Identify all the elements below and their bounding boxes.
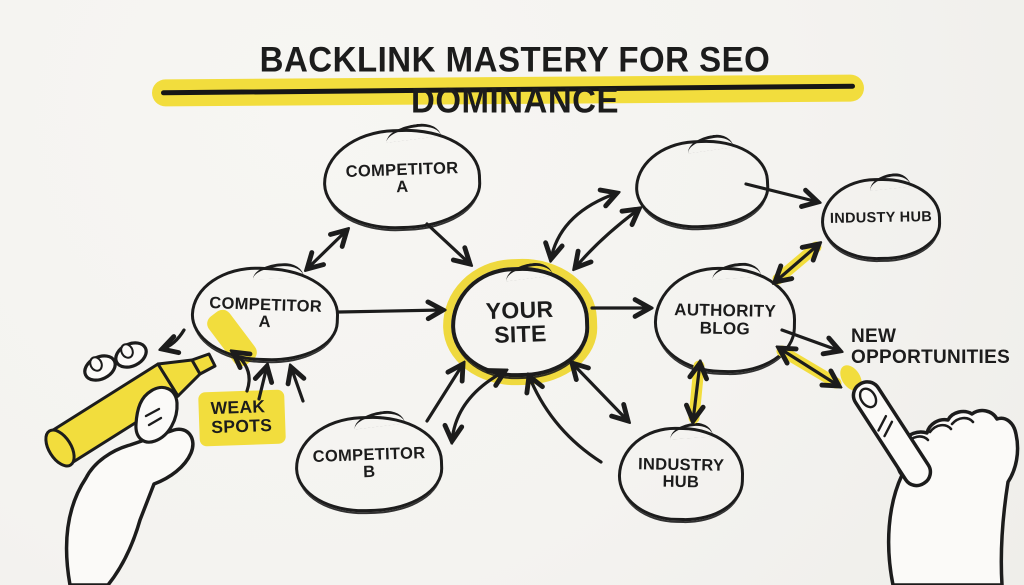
arrow-marker-pointer <box>162 328 186 349</box>
node-label: COMPETITOR A <box>209 293 323 332</box>
highlighter-marker-icon <box>44 352 217 468</box>
index-fingernail <box>858 387 878 409</box>
marker-tip <box>190 352 217 376</box>
node-competitor-b: COMPETITOR B <box>293 413 445 515</box>
arrow-compAleft-compAtop <box>307 230 347 269</box>
page-title: BACKLINK MASTERY FOR SEO DOMINANCE <box>259 38 771 120</box>
fingertip <box>83 354 117 382</box>
weak-spots-callout: WEAK SPOTS <box>198 389 286 446</box>
arrow-compB-yoursite <box>425 364 463 423</box>
arrow-authority-industryhub <box>693 363 700 421</box>
thumb-creases <box>144 407 163 427</box>
node-unlabeled <box>632 136 772 232</box>
node-your-site: YOUR SITE <box>449 264 591 380</box>
finger-creases <box>877 414 894 438</box>
arrow-compAleft-yoursite <box>337 310 443 312</box>
thumb <box>134 385 179 444</box>
left-hand-with-marker <box>44 341 217 585</box>
fingernail <box>89 356 103 372</box>
marker-cap-end <box>44 428 76 468</box>
arrow-industryhub-yoursite <box>529 376 603 464</box>
arrow-compB-yoursite-curved <box>452 371 505 441</box>
node-label: YOUR SITE <box>485 295 554 348</box>
arrow-compAtop-yoursite <box>425 222 470 264</box>
arrow-up-compAleft-2 <box>291 367 303 403</box>
node-label: COMPETITOR A <box>345 158 459 197</box>
node-industry-hub: INDUSTRY HUB <box>617 425 745 523</box>
node-label: COMPETITOR B <box>312 443 426 482</box>
weak-spots-label: WEAK SPOTS <box>210 396 273 438</box>
node-industy-hub: INDUSTY HUB <box>820 176 942 262</box>
arrow-yoursite-industryhub <box>572 363 628 421</box>
arrow-authority-newopps-highlight <box>779 348 839 386</box>
arrow-yoursite-unlabeled-1 <box>551 193 617 259</box>
curled-finger-lines <box>904 416 975 446</box>
pointing-hand-icon <box>840 365 1020 585</box>
yellow-underlay-authority-newopps <box>776 345 842 389</box>
right-hand-fist <box>886 408 1020 585</box>
arrow-authority-industyhub <box>775 244 819 282</box>
arrow-yoursite-unlabeled-2 <box>575 209 639 268</box>
new-opportunities-label: NEW OPPORTUNITIES <box>851 326 1011 369</box>
index-finger <box>851 380 933 488</box>
marker-cone <box>156 358 202 398</box>
node-label: AUTHORITY BLOG <box>674 300 777 339</box>
fingertip <box>114 341 148 369</box>
left-hand-palm <box>64 427 195 585</box>
node-authority-blog: AUTHORITY BLOG <box>653 265 797 375</box>
node-label: INDUSTY HUB <box>829 209 933 228</box>
fingernail <box>120 343 134 359</box>
node-competitor-a-top: COMPETITOR A <box>321 126 483 232</box>
marker-body <box>48 362 180 466</box>
yellow-underlay-authority-industryhub <box>688 360 705 424</box>
node-label: INDUSTRY HUB <box>637 454 725 492</box>
index-finger-shape <box>851 380 933 488</box>
left-hand-fingers <box>83 341 179 444</box>
node-competitor-a-left: COMPETITOR A <box>189 264 341 364</box>
yellow-underlay-authority-industyhub <box>772 241 822 285</box>
